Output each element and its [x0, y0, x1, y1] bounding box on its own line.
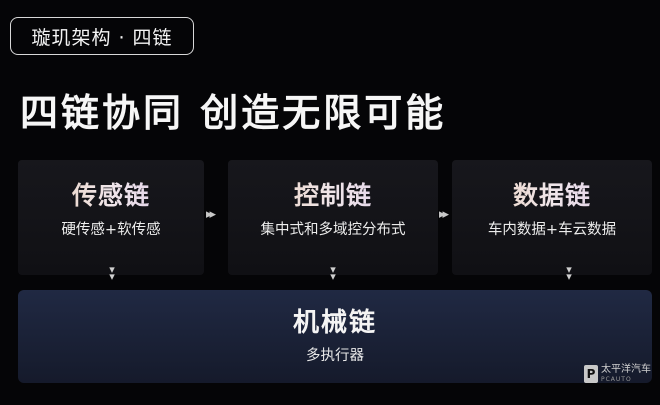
panel-subtitle: 多执行器 — [306, 348, 364, 364]
card-title: 传感链 — [18, 176, 204, 212]
watermark: P 太平洋汽车 PCAUTO — [584, 365, 651, 383]
card-sensing-chain: 传感链 硬传感+软传感 — [18, 160, 204, 275]
watermark-en: PCAUTO — [601, 376, 632, 383]
double-chevron-down-icon: ▾▾ — [330, 263, 336, 283]
double-chevron-right-icon: ▸▸ — [206, 207, 216, 222]
card-data-chain: 数据链 车内数据+车云数据 — [452, 160, 652, 275]
card-control-chain: 控制链 集中式和多域控分布式 — [228, 160, 438, 275]
card-subtitle: 集中式和多域控分布式 — [260, 222, 406, 238]
panel-title: 机械链 — [292, 308, 377, 338]
double-chevron-down-icon: ▾▾ — [566, 263, 572, 283]
section-badge: 璇玑架构 · 四链 — [10, 17, 194, 55]
section-badge-label: 璇玑架构 · 四链 — [31, 26, 173, 49]
pcauto-logo-icon: P — [584, 365, 598, 383]
mechanical-chain-panel: 机械链 多执行器 — [18, 290, 652, 383]
card-subtitle: 硬传感+软传感 — [61, 222, 161, 238]
page-headline: 四链协同 创造无限可能 — [20, 91, 447, 135]
card-title: 控制链 — [228, 176, 438, 212]
watermark-name: 太平洋汽车 — [601, 364, 651, 375]
card-title: 数据链 — [452, 176, 652, 212]
double-chevron-down-icon: ▾▾ — [109, 263, 115, 283]
double-chevron-right-icon: ▸▸ — [439, 207, 449, 222]
card-subtitle: 车内数据+车云数据 — [487, 222, 617, 238]
